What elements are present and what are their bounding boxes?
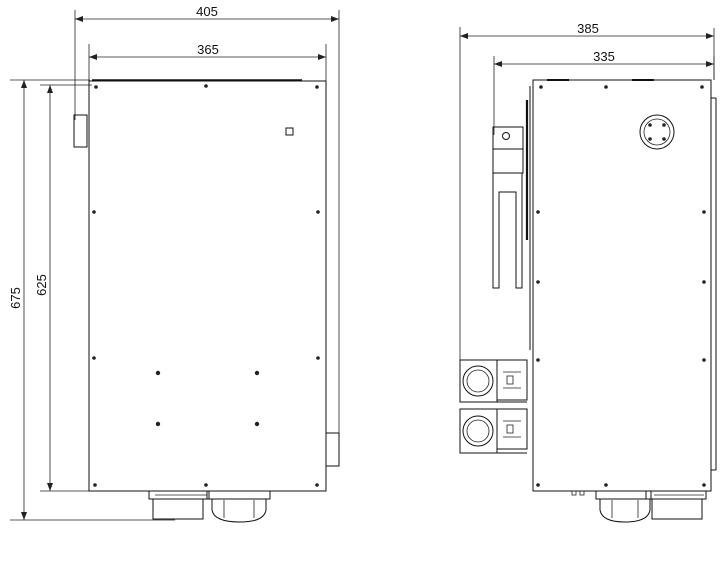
front-screws	[92, 84, 320, 487]
front-right-handle	[325, 432, 340, 467]
front-indicator-square	[285, 127, 294, 136]
dim-overall-height: 675	[8, 79, 175, 521]
front-caster-wheel	[206, 490, 271, 523]
dim-overall-width: 405	[74, 4, 340, 460]
front-bottom-connector	[148, 490, 210, 520]
side-handle	[492, 126, 524, 289]
dim-label-675: 675	[8, 287, 23, 309]
side-upper-gland	[459, 359, 528, 403]
dim-label-385: 385	[577, 21, 599, 36]
side-round-connector	[639, 114, 675, 150]
dim-label-625: 625	[34, 274, 49, 296]
dim-body-width: 365	[88, 42, 327, 85]
side-lower-gland	[459, 408, 528, 454]
dim-body-height: 625	[34, 84, 92, 492]
dim-label-405: 405	[196, 4, 218, 19]
dim-label-365: 365	[197, 42, 219, 57]
front-left-handle	[73, 114, 88, 148]
front-cabinet-body	[88, 80, 327, 492]
dim-overall-depth: 385	[459, 21, 715, 360]
side-screws	[536, 85, 706, 487]
dim-body-depth: 335	[493, 49, 715, 135]
front-view: 405 365 675 625	[8, 4, 340, 523]
side-view: 385 335	[459, 21, 717, 523]
dim-label-335: 335	[593, 49, 615, 64]
side-cabinet-body	[532, 79, 712, 492]
side-bottom-parts	[571, 490, 707, 523]
